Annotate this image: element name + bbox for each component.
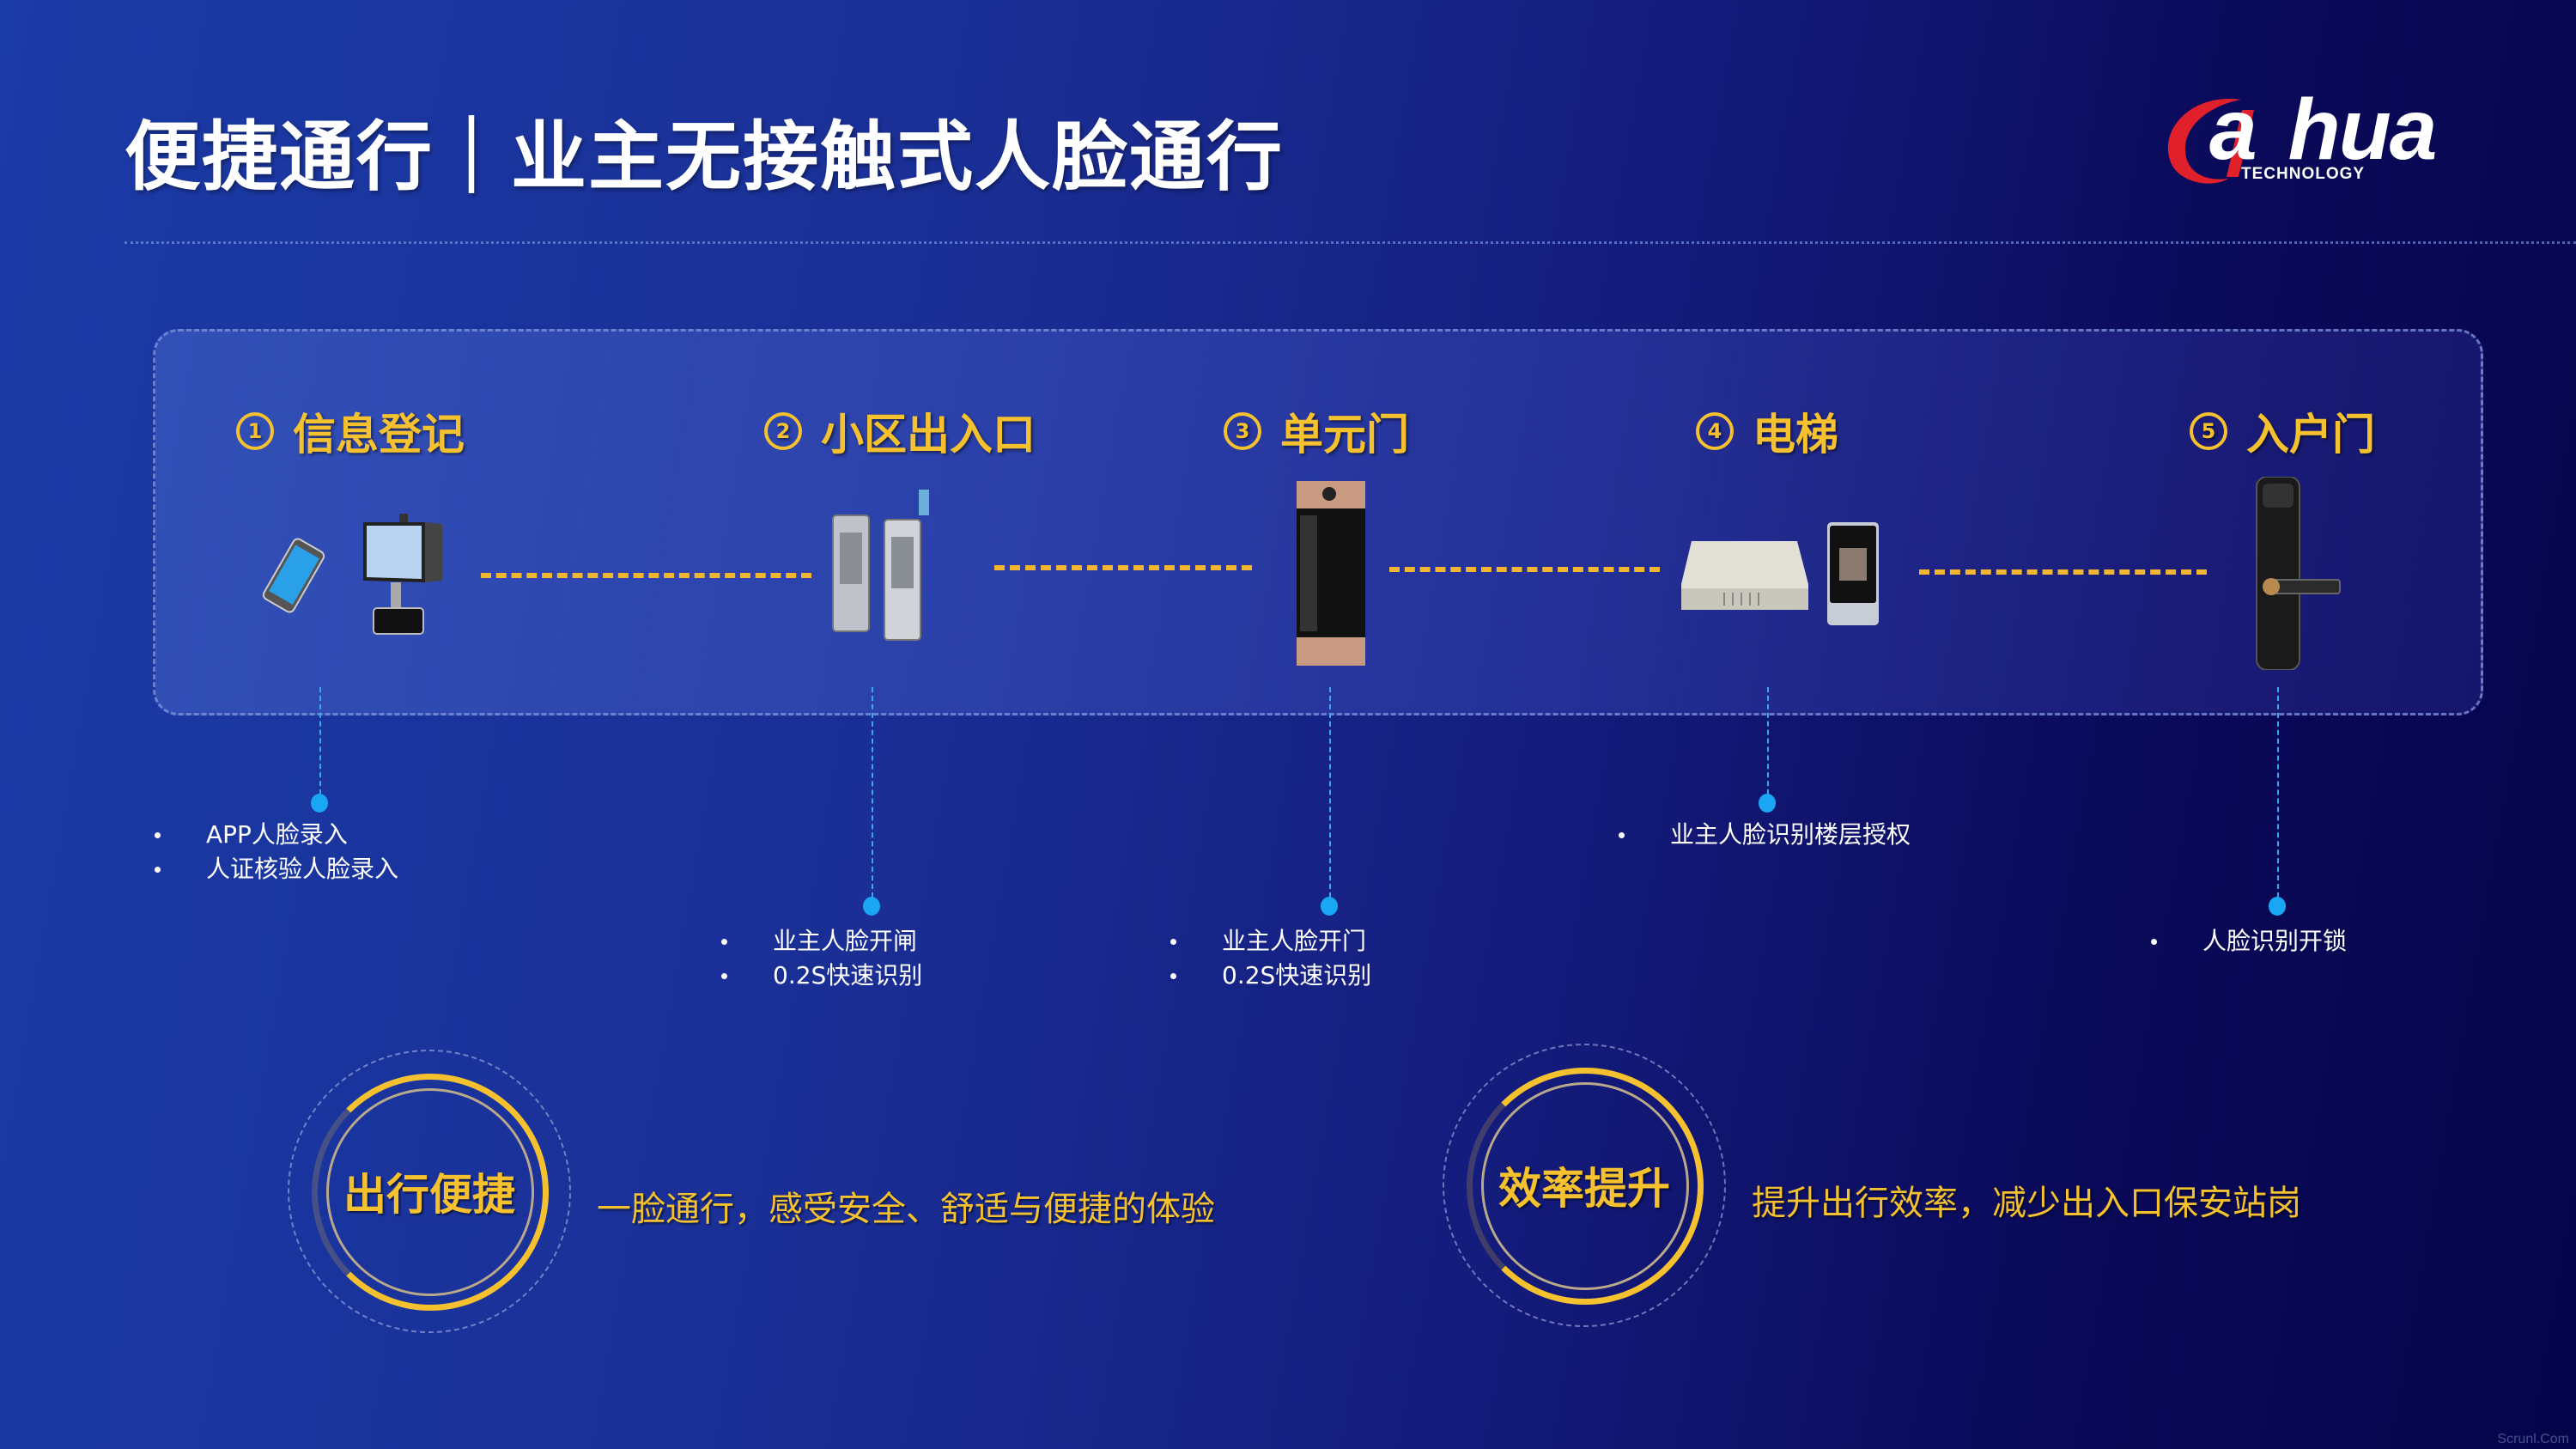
leader-line — [319, 687, 321, 795]
bullet-item: 业主人脸开门 — [1170, 924, 1371, 959]
step-3-bullets: 业主人脸开门 0.2S快速识别 — [1170, 924, 1371, 993]
logo-subtitle: TECHNOLOGY — [2241, 165, 2366, 183]
marker-dot — [311, 794, 328, 813]
benefit-badge-convenience: 出行便捷 — [288, 1050, 571, 1333]
marker-dot — [863, 897, 880, 916]
elevator-controller-box-icon — [1681, 541, 1808, 610]
title-separator — [125, 241, 2576, 244]
step-4-bullets: 业主人脸识别楼层授权 — [1619, 818, 1911, 852]
bullet-item: 人证核验人脸录入 — [155, 852, 398, 886]
step-label: 信息登记 — [293, 410, 465, 460]
bullet-item: 0.2S快速识别 — [1170, 959, 1371, 993]
step-number-badge: 2 — [764, 412, 802, 450]
step-3-heading: 3 单元门 — [1224, 400, 1409, 462]
outer-dashed-ring — [288, 1050, 571, 1333]
bullet-item: 业主人脸识别楼层授权 — [1619, 818, 1911, 852]
step-2-heading: 2 小区出入口 — [764, 400, 1036, 462]
bullet-item: 业主人脸开闸 — [721, 924, 922, 959]
step-number-badge: 5 — [2190, 412, 2227, 450]
yellow-ring — [1467, 1068, 1704, 1305]
step-label: 小区出入口 — [821, 410, 1036, 460]
step-5-heading: 5 入户门 — [2190, 400, 2375, 462]
inner-ring — [1481, 1082, 1689, 1290]
connector-line — [1919, 569, 2207, 575]
benefit-text: 提升出行效率，减少出入口保安站岗 — [1752, 1184, 2301, 1223]
turnstile-gate-icon — [832, 490, 929, 641]
logo-swoosh-icon — [2167, 98, 2254, 184]
smartphone-icon — [262, 538, 325, 613]
watermark: Scrunl.Com — [2497, 1432, 2569, 1446]
marker-dot — [1759, 794, 1776, 813]
connector-line — [994, 565, 1252, 570]
step-1-bullets: APP人脸录入 人证核验人脸录入 — [155, 818, 398, 886]
badge-label: 出行便捷 — [343, 1170, 515, 1220]
badge-label: 效率提升 — [1498, 1164, 1670, 1214]
inner-ring — [326, 1088, 534, 1296]
step-2-bullets: 业主人脸开闸 0.2S快速识别 — [721, 924, 922, 993]
step-4-heading: 4 电梯 — [1696, 400, 1838, 462]
step-number-badge: 4 — [1696, 412, 1734, 450]
marker-dot — [1321, 897, 1338, 916]
outer-dashed-ring — [1443, 1044, 1726, 1327]
leader-line — [2277, 687, 2279, 898]
bullet-item: 人脸识别开锁 — [2151, 924, 2347, 959]
leader-line — [1767, 687, 1769, 795]
benefit-badge-efficiency: 效率提升 — [1443, 1044, 1726, 1327]
door-station-icon — [1297, 481, 1365, 666]
face-registration-terminal-icon — [363, 514, 442, 635]
yellow-ring — [312, 1074, 549, 1311]
page-title: 便捷通行｜业主无接触式人脸通行 — [125, 113, 1285, 201]
connector-line — [481, 573, 811, 578]
marker-dot — [2269, 897, 2286, 916]
leader-line — [1329, 687, 1331, 898]
face-terminal-icon — [1827, 522, 1879, 625]
connector-line — [1389, 567, 1660, 572]
smart-door-lock-icon — [2256, 477, 2341, 670]
bullet-item: 0.2S快速识别 — [721, 959, 922, 993]
step-5-bullets: 人脸识别开锁 — [2151, 924, 2347, 959]
step-label: 单元门 — [1280, 410, 1409, 460]
step-label: 入户门 — [2246, 410, 2375, 460]
step-number-badge: 3 — [1224, 412, 1261, 450]
step-label: 电梯 — [1753, 410, 1838, 460]
bullet-item: APP人脸录入 — [155, 818, 398, 852]
benefit-text: 一脸通行，感受安全、舒适与便捷的体验 — [597, 1190, 1215, 1229]
step-number-badge: 1 — [236, 412, 274, 450]
leader-line — [872, 687, 873, 898]
step-1-heading: 1 信息登记 — [236, 400, 465, 462]
